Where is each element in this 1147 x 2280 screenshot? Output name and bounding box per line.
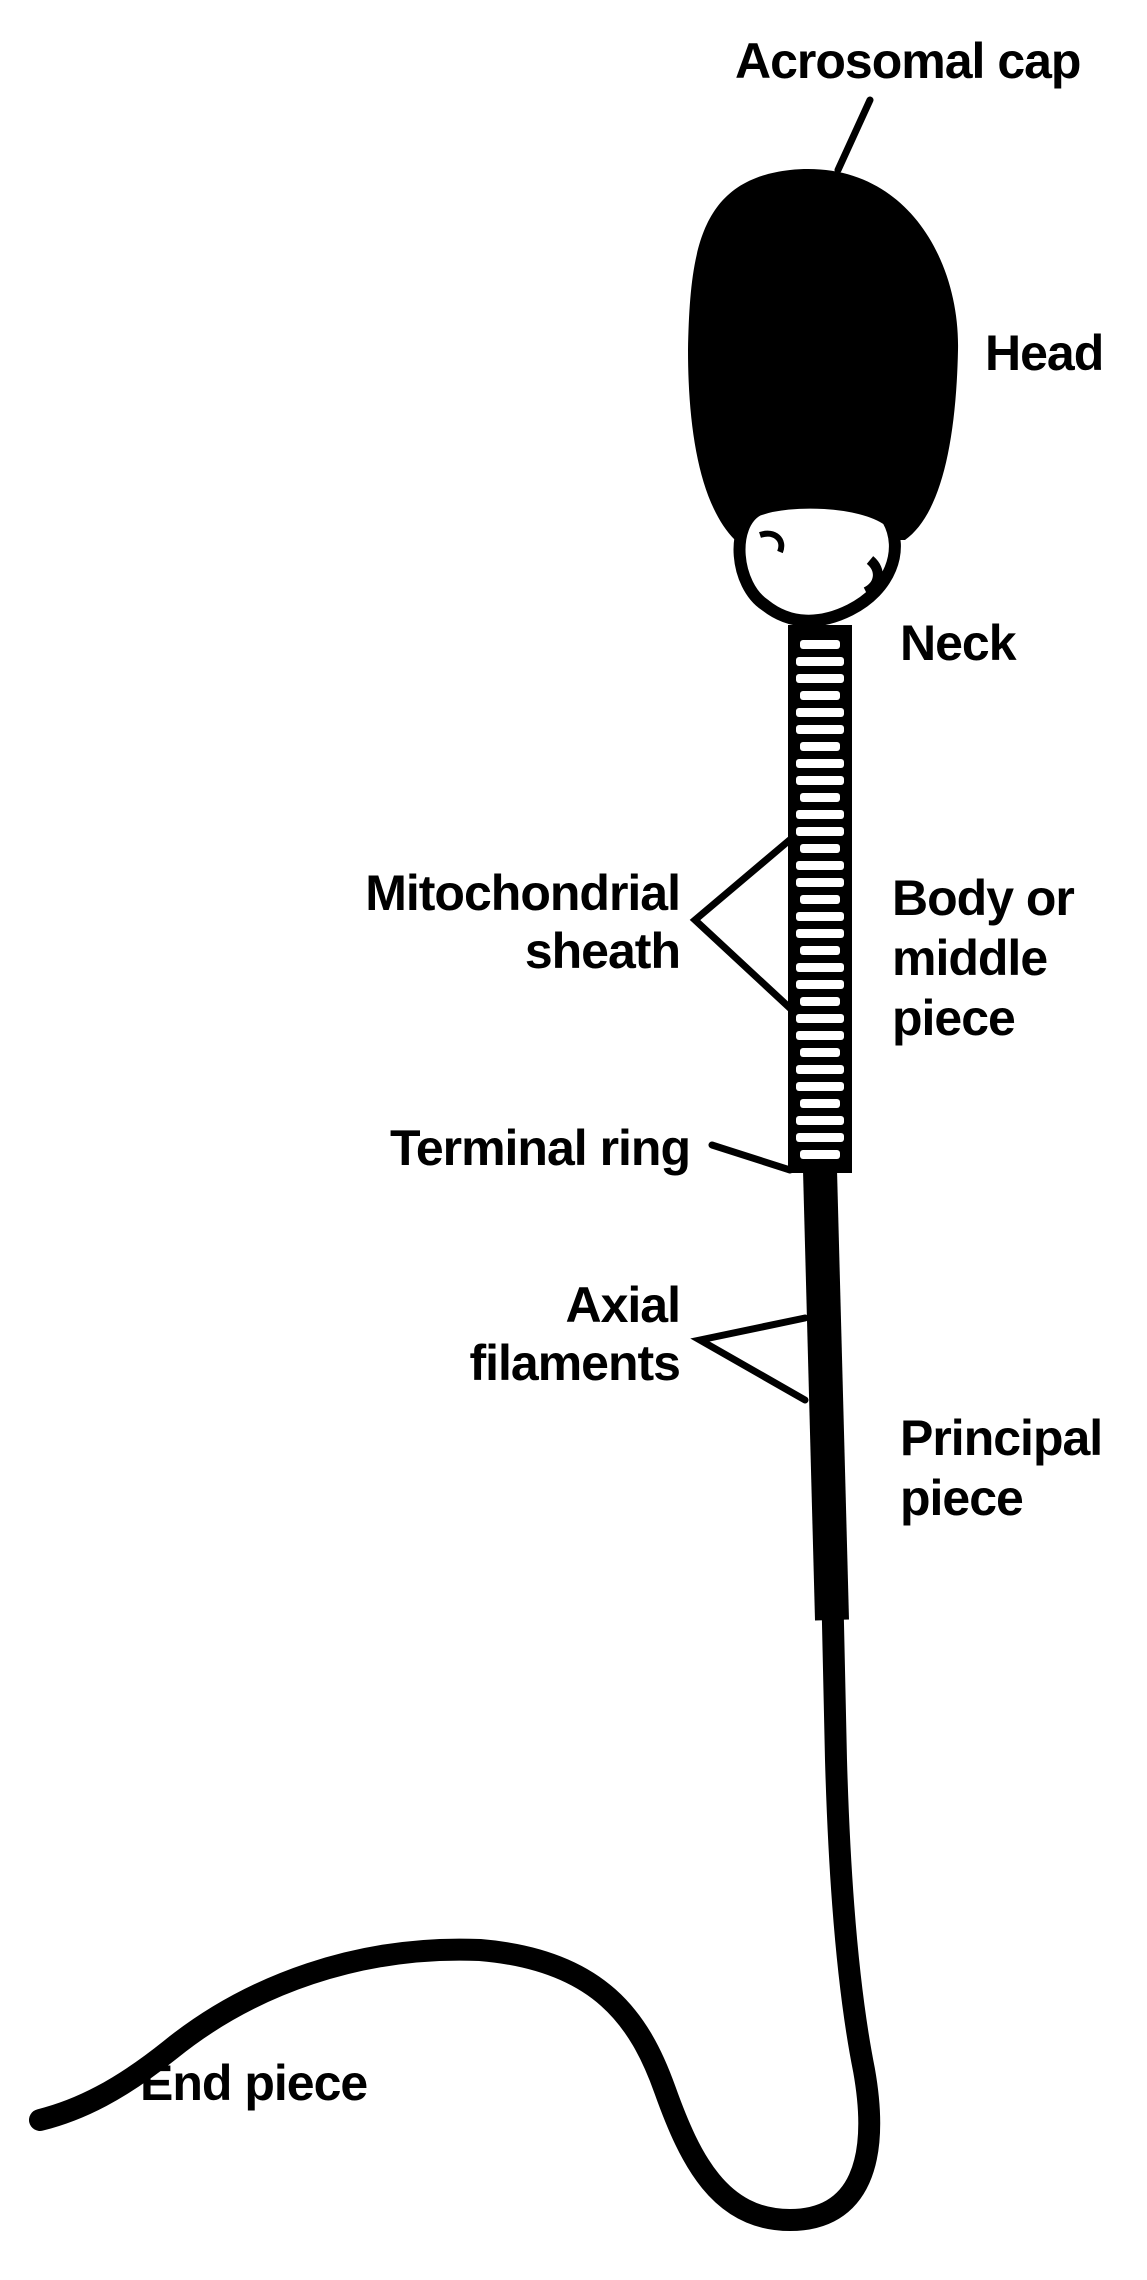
- mitochondrial-stripe: [800, 1048, 840, 1057]
- mitochondrial-stripe: [796, 827, 844, 836]
- principal-piece-thick: [820, 1170, 832, 1620]
- mitochondrial-stripe: [796, 708, 844, 717]
- mitochondrial-stripe: [800, 1099, 840, 1108]
- mitochondrial-stripe: [796, 878, 844, 887]
- mitochondrial-stripe: [796, 980, 844, 989]
- label-acrosomal-cap: Acrosomal cap: [735, 33, 1080, 89]
- mitochondrial-stripe: [796, 1065, 844, 1074]
- mitochondrial-stripe: [796, 1133, 844, 1142]
- mitochondrial-stripe: [796, 1116, 844, 1125]
- label-axial-filaments-2: filaments: [469, 1335, 680, 1391]
- label-mitochondrial-sheath-1: Mitochondrial: [365, 865, 680, 921]
- leader-mitochondrial-sheath: [695, 838, 792, 1010]
- mitochondrial-stripe: [800, 844, 840, 853]
- mitochondrial-stripe: [796, 861, 844, 870]
- mitochondrial-stripe: [796, 657, 844, 666]
- mitochondrial-stripe: [796, 1082, 844, 1091]
- leader-axial-filaments: [700, 1318, 805, 1400]
- mitochondrial-stripe: [800, 793, 840, 802]
- mitochondrial-stripe: [796, 1014, 844, 1023]
- label-mitochondrial-sheath-2: sheath: [525, 923, 680, 979]
- label-neck: Neck: [900, 615, 1017, 671]
- mitochondrial-stripe: [796, 1031, 844, 1040]
- middle-piece: [788, 625, 852, 1173]
- label-head: Head: [985, 325, 1103, 381]
- label-body-2: middle: [892, 930, 1047, 986]
- mitochondrial-stripe: [796, 759, 844, 768]
- label-end-piece: End piece: [140, 2055, 367, 2111]
- mitochondrial-stripe: [796, 725, 844, 734]
- label-body-1: Body or: [892, 870, 1074, 926]
- mitochondrial-stripe: [796, 912, 844, 921]
- labels: Acrosomal cap Head Neck Mitochondrial sh…: [140, 33, 1103, 2111]
- label-principal-piece-1: Principal: [900, 1410, 1102, 1466]
- mitochondrial-stripe: [800, 640, 840, 649]
- mitochondrial-stripe: [800, 691, 840, 700]
- mitochondrial-stripe: [796, 776, 844, 785]
- mitochondrial-stripe: [796, 929, 844, 938]
- mitochondrial-stripe: [800, 997, 840, 1006]
- label-axial-filaments-1: Axial: [565, 1277, 680, 1333]
- mitochondrial-stripe: [800, 742, 840, 751]
- mitochondrial-stripe: [800, 895, 840, 904]
- label-body-3: piece: [892, 990, 1015, 1046]
- mitochondrial-stripe: [800, 1150, 840, 1159]
- mitochondrial-stripe: [796, 810, 844, 819]
- leader-terminal-ring: [712, 1145, 790, 1170]
- mitochondrial-stripe: [796, 674, 844, 683]
- sperm-head: [688, 169, 958, 621]
- label-terminal-ring: Terminal ring: [390, 1120, 690, 1176]
- leader-acrosomal-cap: [838, 100, 870, 170]
- mitochondrial-stripe: [800, 946, 840, 955]
- label-principal-piece-2: piece: [900, 1470, 1023, 1526]
- mitochondrial-stripe: [796, 963, 844, 972]
- head-shape: [688, 169, 958, 540]
